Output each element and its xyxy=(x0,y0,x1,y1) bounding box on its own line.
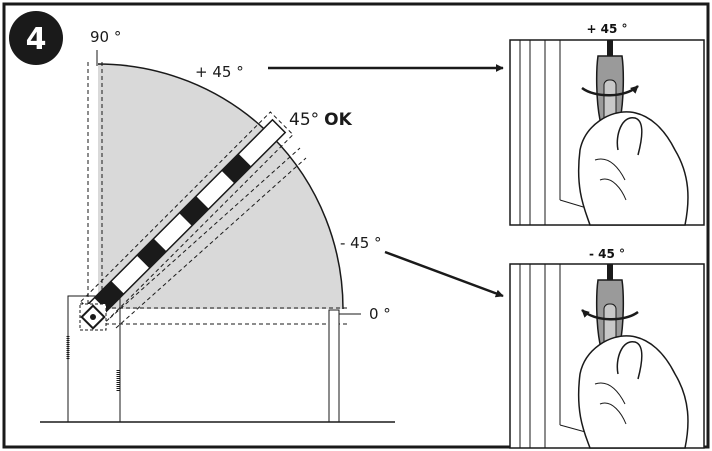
inset-plus-45: + 45 ° xyxy=(509,22,705,226)
arm-45-alt-outline xyxy=(109,147,307,329)
thumb xyxy=(616,117,643,156)
label-45-ok: 45°OK xyxy=(289,110,353,130)
label-45-number: 45° xyxy=(289,110,319,130)
label-0-deg: 0 ° xyxy=(369,305,391,323)
door-frame xyxy=(519,40,641,226)
arm-0-outline xyxy=(98,307,361,325)
hand xyxy=(577,111,689,226)
label-ok: OK xyxy=(324,110,352,130)
step-number: 4 xyxy=(26,22,47,57)
label-plus-45: + 45 ° xyxy=(195,63,244,81)
label-90-deg: 90 ° xyxy=(90,28,121,46)
label-minus-45: - 45 ° xyxy=(340,234,382,252)
rotate-counterclockwise-icon xyxy=(581,309,639,321)
arrow-to-minus-inset xyxy=(384,250,504,298)
hand xyxy=(577,335,689,449)
arm-90-outline xyxy=(87,50,103,308)
pivot-hub xyxy=(79,303,107,331)
rotate-clockwise-icon xyxy=(581,85,639,97)
support-post xyxy=(328,309,340,423)
inset-plus-45-label: + 45 ° xyxy=(586,22,627,36)
thumb xyxy=(616,341,643,380)
inset-minus-45: - 45 ° xyxy=(509,247,705,449)
inset-minus-45-label: - 45 ° xyxy=(589,247,625,261)
step-badge: 4 xyxy=(9,11,63,65)
